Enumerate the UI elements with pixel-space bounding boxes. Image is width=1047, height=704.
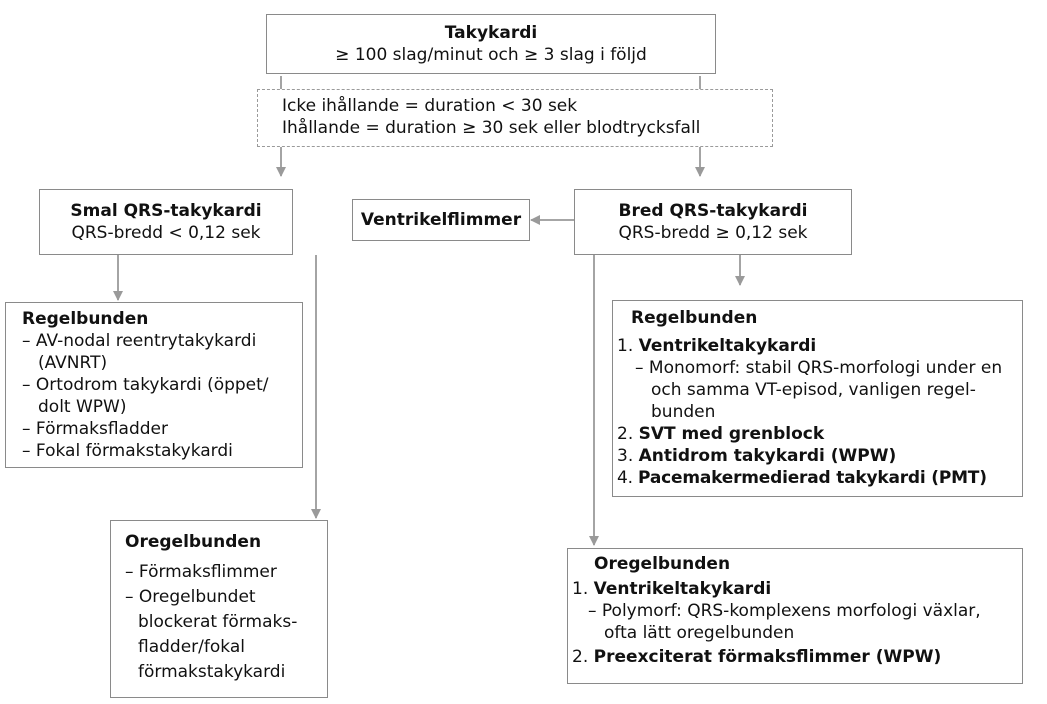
narrow-irregular-box: Oregelbunden – Förmaksflimmer – Oregelbu… — [110, 520, 328, 698]
wide-qrs-width: QRS-bredd ≥ 0,12 sek — [618, 223, 808, 243]
ventricular-fibrillation-box: Ventrikelflimmer — [352, 199, 530, 241]
list-item: – Fokal förmakstakykardi — [22, 441, 233, 461]
list-item: 3. Antidrom takykardi (WPW) — [617, 445, 1014, 467]
item-number: 2. — [572, 647, 589, 667]
list-item: – Förmaksfladder — [22, 419, 169, 439]
wide-qrs-title: Bred QRS-takykardi — [618, 201, 808, 221]
list-item: 2. SVT med grenblock — [617, 423, 1014, 445]
item-title: Ventrikeltakykardi — [638, 336, 817, 356]
duration-sustained: Ihållande = duration ≥ 30 sek eller blod… — [282, 118, 701, 138]
list-item: blockerat förmaks- — [138, 612, 298, 632]
narrow-irregular-heading: Oregelbunden — [125, 532, 262, 552]
list-item: – Ortodrom takykardi (öppet/ dolt WPW) — [22, 375, 269, 417]
list-item: – Förmaksflimmer — [125, 562, 277, 582]
item-number: 1. — [572, 579, 589, 599]
wide-qrs-box: Bred QRS-takykardi QRS-bredd ≥ 0,12 sek — [574, 189, 852, 255]
list-item: 1. Ventrikeltakykardi — [572, 578, 1014, 600]
narrow-qrs-box: Smal QRS-takykardi QRS-bredd < 0,12 sek — [39, 189, 293, 255]
list-item: 1. Ventrikeltakykardi — [617, 335, 1014, 357]
wide-irregular-heading: Oregelbunden — [594, 554, 731, 574]
narrow-regular-heading: Regelbunden — [22, 309, 149, 329]
list-subitem: – Polymorf: QRS-komplexens morfologi väx… — [588, 601, 981, 643]
tachycardia-definition: ≥ 100 slag/minut och ≥ 3 slag i följd — [335, 45, 647, 65]
list-item: 4. Pacemakermedierad takykardi (PMT) — [617, 467, 1014, 489]
item-number: 1. — [617, 336, 634, 356]
narrow-qrs-width: QRS-bredd < 0,12 sek — [71, 223, 261, 243]
list-item: fladder/fokal — [138, 637, 245, 657]
item-number: 2. — [617, 424, 634, 444]
tachycardia-box: Takykardi ≥ 100 slag/minut och ≥ 3 slag … — [266, 14, 716, 74]
narrow-qrs-title: Smal QRS-takykardi — [70, 201, 262, 221]
duration-box: Icke ihållande = duration < 30 sek Ihåll… — [257, 89, 773, 147]
item-number: 3. — [617, 446, 634, 466]
wide-irregular-box: Oregelbunden 1. Ventrikeltakykardi – Pol… — [567, 548, 1023, 684]
item-title: SVT med grenblock — [638, 424, 825, 444]
list-item: 2. Preexciterat förmaksflimmer (WPW) — [572, 646, 1014, 668]
duration-nonsustained: Icke ihållande = duration < 30 sek — [282, 96, 578, 116]
narrow-regular-box: Regelbunden – AV-nodal reentrytakykardi … — [5, 302, 303, 468]
wide-regular-heading: Regelbunden — [631, 308, 758, 328]
list-subitem: – Monomorf: stabil QRS-morfologi under e… — [635, 358, 1003, 422]
item-title: Pacemakermedierad takykardi (PMT) — [638, 468, 987, 488]
item-number: 4. — [617, 468, 633, 488]
item-title: Antidrom takykardi (WPW) — [638, 446, 897, 466]
item-title: Preexciterat förmaksflimmer (WPW) — [593, 647, 942, 667]
item-title: Ventrikeltakykardi — [593, 579, 772, 599]
tachycardia-title: Takykardi — [444, 23, 538, 43]
list-item: – AV-nodal reentrytakykardi (AVNRT) — [22, 331, 257, 373]
ventricular-fibrillation-label: Ventrikelflimmer — [360, 210, 522, 230]
list-item: – Oregelbundet — [125, 587, 256, 607]
wide-regular-box: Regelbunden 1. Ventrikeltakykardi – Mono… — [612, 300, 1023, 497]
list-item: förmakstakykardi — [138, 662, 286, 682]
